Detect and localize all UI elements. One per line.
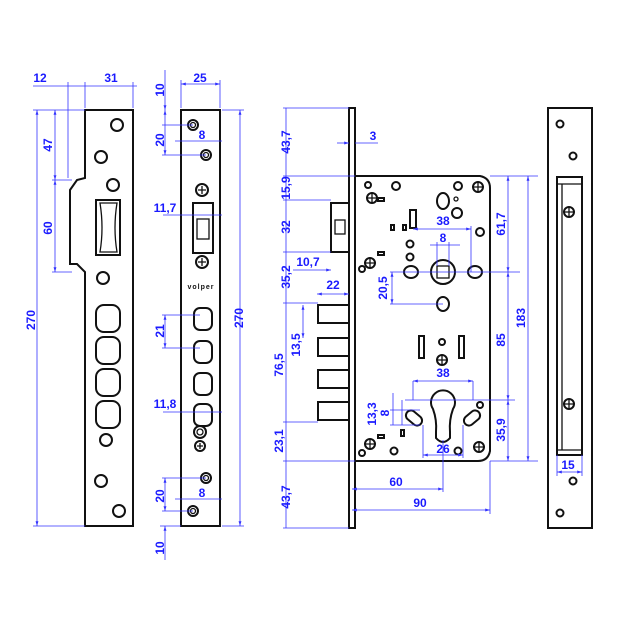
screw-icon — [364, 257, 376, 269]
dim-body-10-7: 10,7 — [296, 255, 320, 269]
keeper-plate: 15 — [547, 107, 593, 529]
dim-keeper-15: 15 — [561, 458, 575, 472]
dim-face-10-bottom: 10 — [153, 541, 167, 555]
dim-body-61-7: 61,7 — [494, 212, 508, 236]
dim-body-183: 183 — [514, 308, 528, 328]
dim-body-23-1: 23,1 — [272, 429, 286, 453]
dim-face-270: 270 — [232, 308, 246, 328]
dim-body-8-cyl: 8 — [378, 409, 392, 416]
dim-body-85: 85 — [494, 333, 508, 347]
dim-strike-270: 270 — [24, 310, 38, 330]
screw-icon — [436, 354, 448, 366]
dim-body-90: 90 — [413, 496, 427, 510]
screw-icon — [364, 438, 376, 450]
dim-body-35-2: 35,2 — [279, 265, 293, 289]
dim-body-35-9: 35,9 — [494, 418, 508, 442]
dim-face-20-top: 20 — [153, 133, 167, 147]
dim-body-43-7-top: 43,7 — [279, 130, 293, 154]
dim-body-32: 32 — [279, 220, 293, 234]
dim-face-20-bottom: 20 — [153, 489, 167, 503]
dim-strike-47: 47 — [41, 138, 55, 152]
screw-icon — [473, 441, 485, 453]
cylinder-cutout — [430, 389, 456, 443]
dim-strike-12: 12 — [33, 71, 47, 85]
dim-strike-31: 31 — [104, 71, 118, 85]
screw-icon — [195, 255, 209, 269]
brand-logo: volper — [187, 284, 214, 291]
dim-body-60: 60 — [389, 475, 403, 489]
dim-body-38-top: 38 — [436, 214, 450, 228]
dim-face-8-top: 8 — [199, 128, 206, 142]
dim-face-21: 21 — [153, 324, 167, 338]
dim-body-13-5: 13,5 — [289, 333, 303, 357]
faceplate-front: volper 25 10 20 8 11,7 270 21 11,8 20 8 … — [153, 70, 246, 560]
dim-body-43-7-bottom: 43,7 — [279, 485, 293, 509]
screw-icon — [563, 398, 575, 410]
dim-body-76-5: 76,5 — [272, 353, 286, 377]
screw-icon — [194, 440, 206, 452]
screw-icon — [563, 206, 575, 218]
dim-body-13-3: 13,3 — [365, 402, 379, 426]
screw-icon — [472, 181, 484, 193]
dim-body-22: 22 — [326, 278, 340, 292]
dim-face-25: 25 — [193, 71, 207, 85]
dim-body-3: 3 — [370, 129, 377, 143]
dim-face-11-7: 11,7 — [154, 201, 177, 215]
dim-body-15-9: 15,9 — [279, 176, 293, 200]
dim-body-8-spindle: 8 — [440, 231, 447, 245]
dim-body-20-5: 20,5 — [376, 276, 390, 300]
dim-face-10-top: 10 — [153, 83, 167, 97]
dim-body-26: 26 — [436, 442, 450, 456]
screw-icon — [195, 183, 209, 197]
strike-plate: 12 31 47 60 270 — [24, 71, 137, 527]
dim-face-11-8: 11,8 — [154, 397, 177, 411]
dim-strike-60: 60 — [41, 221, 55, 235]
screw-icon — [366, 192, 378, 204]
dim-body-38-cyl: 38 — [436, 366, 450, 380]
lock-body: 43,7 3 15,9 32 10,7 35,2 22 13,5 76,5 23… — [272, 107, 538, 529]
dim-face-8-bottom: 8 — [199, 486, 206, 500]
